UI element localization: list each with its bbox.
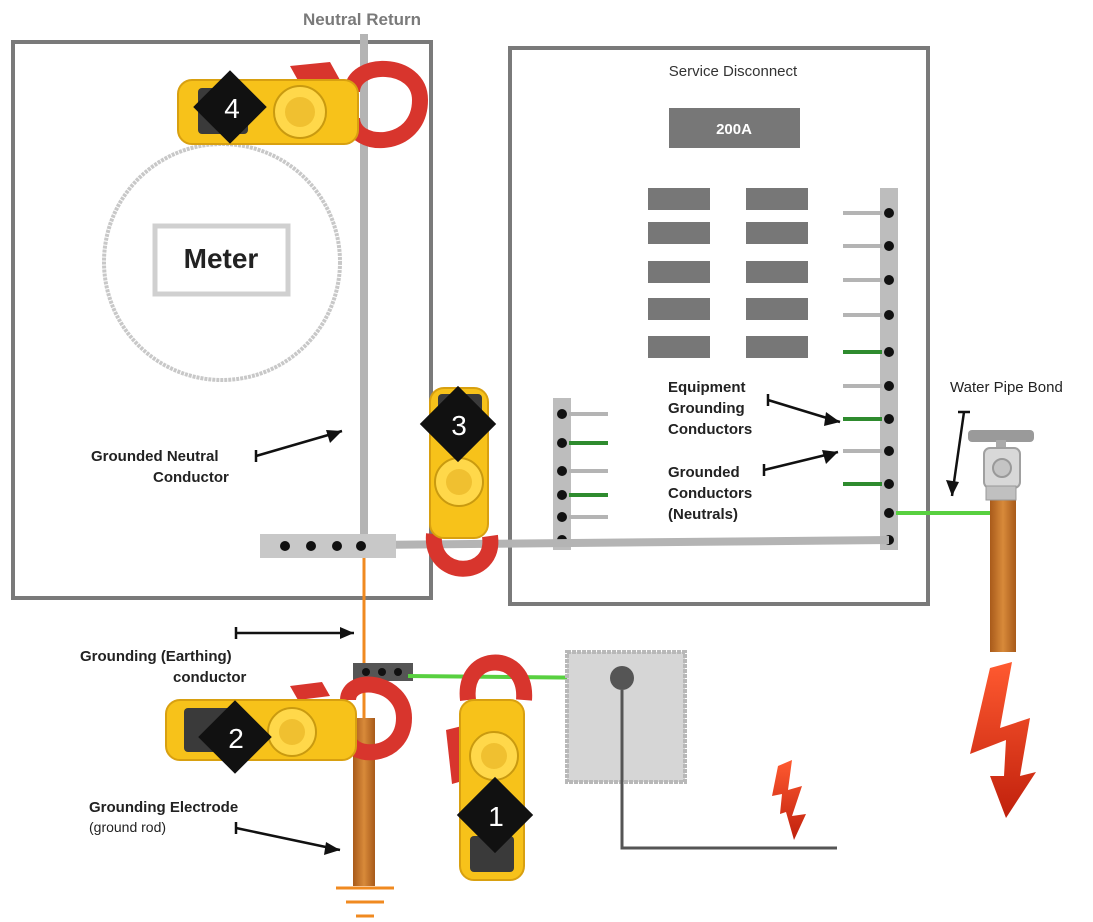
badge-2-number: 2 bbox=[228, 723, 244, 754]
badge-2: 2 bbox=[198, 700, 272, 774]
badge-3: 3 bbox=[419, 385, 497, 463]
breaker-rows bbox=[648, 188, 808, 358]
badge-1-number: 1 bbox=[488, 801, 504, 832]
water-pipe-label: Water Pipe Bond bbox=[950, 379, 1063, 396]
gc-label-line3: (Neutrals) bbox=[668, 506, 738, 523]
breaker bbox=[746, 336, 808, 358]
egc-label-line2: Grounding bbox=[668, 400, 745, 417]
breaker bbox=[746, 222, 808, 244]
breaker bbox=[746, 261, 808, 283]
egc-label-line1: Equipment bbox=[668, 379, 746, 396]
water-pipe bbox=[990, 498, 1016, 652]
breaker bbox=[648, 188, 710, 210]
main-breaker bbox=[669, 108, 800, 148]
clamp-meter-1 bbox=[446, 654, 533, 881]
meter-label: Meter bbox=[184, 243, 259, 274]
badge-1: 1 bbox=[456, 776, 534, 854]
breaker bbox=[648, 222, 710, 244]
breaker bbox=[648, 298, 710, 320]
badge-3-number: 3 bbox=[451, 410, 467, 441]
electrode-label-line1: Grounding Electrode bbox=[89, 799, 238, 816]
breaker bbox=[746, 298, 808, 320]
neutral-return-label: Neutral Return bbox=[303, 10, 421, 29]
meter-enclosure bbox=[11, 40, 433, 600]
ground-box-lead bbox=[620, 690, 837, 850]
small-lightning-bolt-icon bbox=[772, 760, 806, 840]
gc-label-line1: Grounded bbox=[668, 464, 740, 481]
ground-bar-right-conductors bbox=[843, 211, 882, 486]
egc-label-line3: Conductors bbox=[668, 421, 752, 438]
gc-label-line2: Conductors bbox=[668, 485, 752, 502]
earthing-label-line1: Grounding (Earthing) bbox=[80, 648, 232, 665]
neutral-bar-left-conductors bbox=[569, 412, 608, 519]
ground-box-terminal bbox=[610, 666, 634, 690]
ground-clamp-terminals bbox=[362, 668, 402, 676]
gnc-label-line2: Conductor bbox=[153, 469, 229, 486]
meter-socket-ring bbox=[102, 142, 342, 382]
earthing-label-line2: conductor bbox=[173, 669, 246, 686]
pointer-arrows bbox=[234, 394, 970, 855]
earth-symbol bbox=[336, 886, 394, 918]
water-valve-icon bbox=[968, 430, 1034, 501]
breaker bbox=[746, 188, 808, 210]
badge-4: 4 bbox=[193, 70, 267, 144]
meter-neutral-bar-terminals bbox=[280, 541, 366, 551]
large-lightning-bolt-icon bbox=[970, 662, 1036, 818]
main-breaker-label: 200A bbox=[716, 121, 752, 138]
breaker bbox=[648, 336, 710, 358]
breaker bbox=[648, 261, 710, 283]
meter-label-box bbox=[152, 223, 291, 297]
badge-4-number: 4 bbox=[224, 93, 240, 124]
service-disconnect-label: Service Disconnect bbox=[669, 63, 798, 80]
arrow-electrode bbox=[235, 826, 341, 852]
neutral-feeder-conductor bbox=[363, 536, 890, 549]
gnc-label-line1: Grounded Neutral bbox=[91, 448, 219, 465]
electrode-label-line2: (ground rod) bbox=[89, 819, 166, 835]
service-disconnect-enclosure bbox=[508, 46, 930, 606]
